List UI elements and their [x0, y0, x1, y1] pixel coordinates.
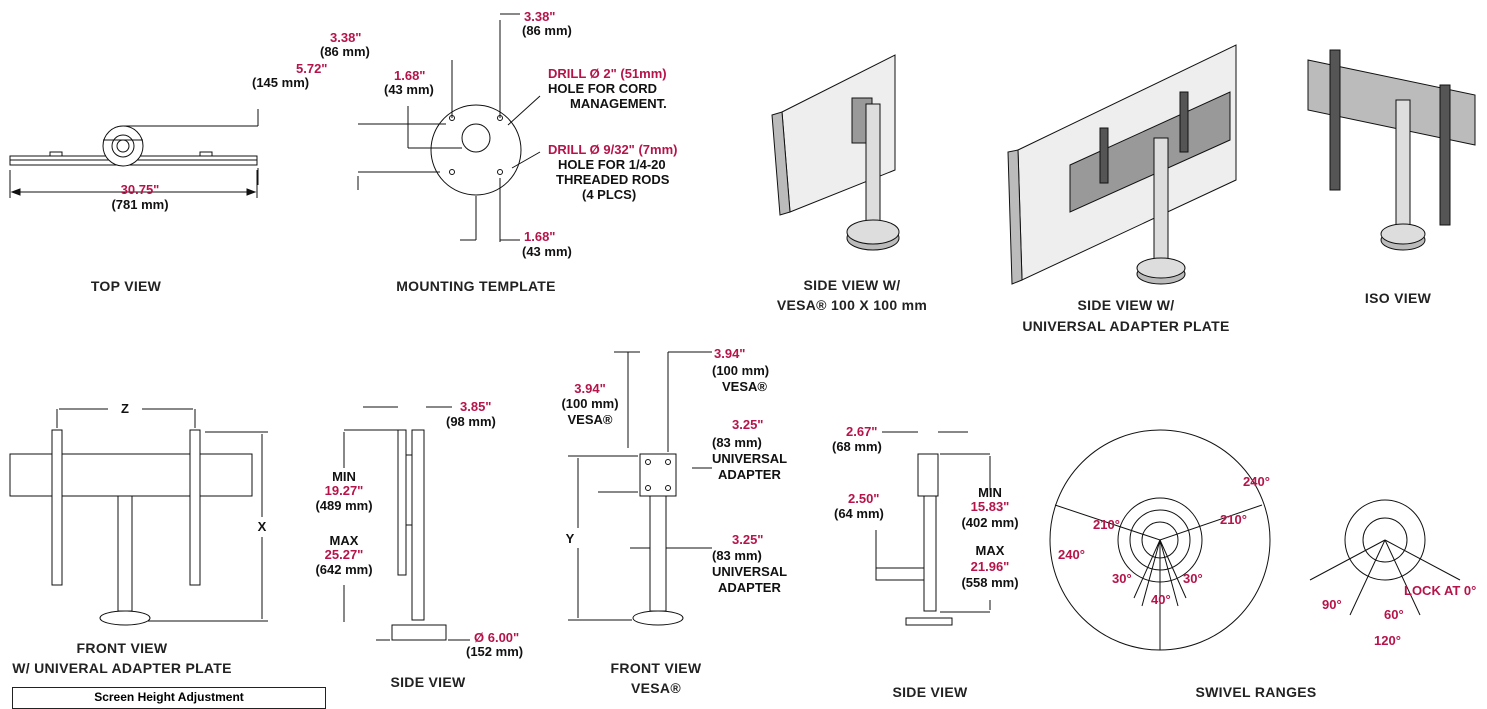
front-universal-title-line2: W/ UNIVERAL ADAPTER PLATE	[12, 660, 232, 676]
swivel-240-left: 240°	[1058, 547, 1085, 562]
top-view-depth-mm: (145 mm)	[252, 75, 310, 90]
swivel-40: 40°	[1151, 592, 1171, 607]
drill-cord-hole-spec: DRILL Ø 2" (51mm)	[548, 66, 667, 81]
swivel-30-left: 30°	[1112, 571, 1132, 586]
swivel-ranges-drawing	[1050, 430, 1460, 650]
side2-min-in: 15.83"	[970, 499, 1010, 514]
drill-cord-hole-line2: MANAGEMENT.	[570, 96, 667, 111]
universal-2-line2: ADAPTER	[718, 580, 781, 595]
template-right-in: 3.38"	[524, 9, 556, 24]
side1-max-mm: (642 mm)	[315, 562, 373, 577]
side-view-universal-title-line2: UNIVERSAL ADAPTER PLATE	[1022, 318, 1230, 334]
front-universal-x-label: X	[257, 519, 267, 534]
side1-max-label: MAX	[329, 533, 359, 548]
vesa-right-label: VESA®	[722, 379, 767, 394]
drill-rod-hole-spec: DRILL Ø 9/32" (7mm)	[548, 142, 678, 157]
template-right-mm: (86 mm)	[522, 23, 572, 38]
side1-depth-mm: (98 mm)	[446, 414, 496, 429]
front-universal-z-label: Z	[121, 401, 129, 416]
drill-cord-hole-line1: HOLE FOR CORD	[548, 81, 658, 96]
template-bottom-mm: (43 mm)	[522, 244, 572, 259]
side1-min-label: MIN	[332, 469, 356, 484]
top-view-drawing	[10, 109, 258, 198]
mounting-template-title: MOUNTING TEMPLATE	[396, 278, 556, 294]
swivel-ranges-title: SWIVEL RANGES	[1195, 684, 1317, 700]
template-left-in: 3.38"	[330, 30, 362, 45]
iso-view-render	[1308, 50, 1475, 250]
template-bottom-in: 1.68"	[524, 229, 556, 244]
swivel-60: 60°	[1384, 607, 1404, 622]
side1-base-mm: (152 mm)	[466, 644, 524, 659]
side2-arm-in: 2.50"	[848, 491, 880, 506]
universal-2-in: 3.25"	[732, 532, 764, 547]
top-view-depth-in: 5.72"	[296, 61, 328, 76]
side2-max-in: 21.96"	[970, 559, 1010, 574]
side2-max-label: MAX	[975, 543, 1005, 558]
swivel-210-left: 210°	[1093, 517, 1120, 532]
side-view-universal-title-line1: SIDE VIEW W/	[1077, 297, 1175, 313]
template-left-mm: (86 mm)	[320, 44, 370, 59]
front-vesa-title-line2: VESA®	[631, 680, 681, 696]
universal-1-in: 3.25"	[732, 417, 764, 432]
front-vesa-title-line1: FRONT VIEW	[610, 660, 702, 676]
side1-min-in: 19.27"	[324, 483, 364, 498]
vesa-left-label: VESA®	[567, 412, 613, 427]
swivel-240-right: 240°	[1243, 474, 1270, 489]
side1-min-mm: (489 mm)	[315, 498, 373, 513]
side-view-vesa-render	[772, 55, 899, 250]
side1-depth-in: 3.85"	[460, 399, 492, 414]
side-view-1-title: SIDE VIEW	[390, 674, 466, 690]
side2-max-mm: (558 mm)	[961, 575, 1019, 590]
side2-min-label: MIN	[978, 485, 1002, 500]
top-view-title: TOP VIEW	[90, 278, 162, 294]
vesa-left-mm: (100 mm)	[561, 396, 619, 411]
screen-height-table: Screen Height Adjustment	[12, 687, 326, 709]
side2-top-mm: (68 mm)	[832, 439, 882, 454]
side1-max-in: 25.27"	[324, 547, 364, 562]
side-view-vesa-title-line1: SIDE VIEW W/	[803, 277, 901, 293]
swivel-30-right: 30°	[1183, 571, 1203, 586]
top-view-width-in: 30.75"	[120, 182, 160, 197]
front-universal-title-line1: FRONT VIEW	[76, 640, 168, 656]
universal-1-line1: UNIVERSAL	[712, 451, 788, 466]
drill-rod-hole-line1: HOLE FOR 1/4-20	[558, 157, 666, 172]
side-view-vesa-title-line2: VESA® 100 X 100 mm	[776, 297, 928, 313]
drill-rod-hole-line2: THREADED RODS	[556, 172, 670, 187]
universal-1-mm: (83 mm)	[712, 435, 762, 450]
vesa-right-in: 3.94"	[714, 346, 746, 361]
side-view-1-drawing	[344, 407, 470, 640]
universal-2-line1: UNIVERSAL	[712, 564, 788, 579]
front-view-universal-drawing	[10, 409, 268, 625]
top-view-width-mm: (781 mm)	[111, 197, 169, 212]
template-inner-in: 1.68"	[394, 68, 426, 83]
mounting-template-drawing	[358, 14, 540, 242]
drill-rod-hole-line3: (4 PLCS)	[582, 187, 637, 202]
side1-base-in: Ø 6.00"	[474, 630, 520, 645]
side2-arm-mm: (64 mm)	[834, 506, 884, 521]
swivel-210-right: 210°	[1220, 512, 1247, 527]
universal-2-mm: (83 mm)	[712, 548, 762, 563]
swivel-lock-label: LOCK AT 0°	[1404, 583, 1477, 598]
side-view-universal-render	[1008, 45, 1236, 284]
front-view-vesa-drawing	[568, 352, 712, 625]
side-view-2-drawing	[876, 432, 990, 625]
template-inner-mm: (43 mm)	[384, 82, 434, 97]
screen-height-table-title: Screen Height Adjustment	[94, 690, 244, 704]
universal-1-line2: ADAPTER	[718, 467, 781, 482]
vesa-left-in: 3.94"	[574, 381, 606, 396]
side2-min-mm: (402 mm)	[961, 515, 1019, 530]
vesa-y-label: Y	[565, 531, 575, 546]
side-view-2-title: SIDE VIEW	[892, 684, 968, 700]
vesa-right-mm: (100 mm)	[712, 363, 770, 378]
swivel-90: 90°	[1322, 597, 1342, 612]
iso-view-title: ISO VIEW	[1364, 290, 1432, 306]
side2-top-in: 2.67"	[846, 424, 878, 439]
swivel-120: 120°	[1374, 633, 1401, 648]
